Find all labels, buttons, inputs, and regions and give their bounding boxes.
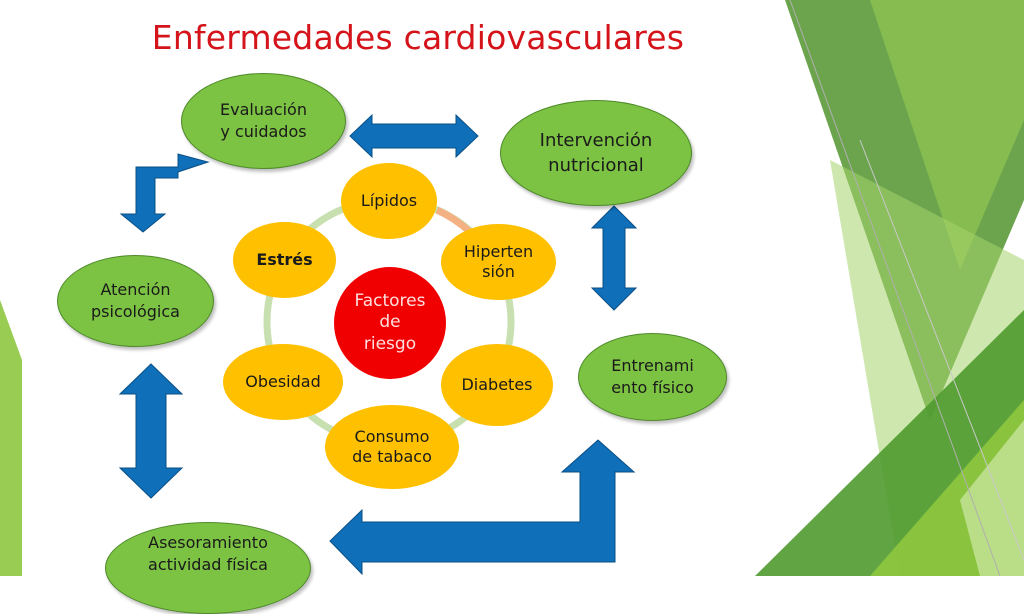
label-estres: Estrés	[256, 250, 313, 269]
oval-intervencion-nutricional: Intervención nutricional	[500, 100, 692, 206]
bg-thin-line-2	[859, 139, 1024, 561]
circle-factores-riesgo: Factores de riesgo	[334, 267, 446, 379]
ring-accent-arc	[435, 206, 473, 235]
bg-shape-left	[0, 300, 22, 576]
circle-hipertension: Hiperten sión	[441, 224, 556, 300]
label-lipidos: Lípidos	[360, 191, 418, 210]
label-asesoramiento-actividad: Asesoramiento actividad física	[148, 533, 268, 575]
label-diabetes: Diabetes	[461, 375, 533, 394]
label-hipertension: Hiperten sión	[463, 242, 534, 281]
label-factores-riesgo: Factores de riesgo	[354, 291, 426, 354]
oval-entrenamiento-fisico: Entrenami ento físico	[578, 333, 727, 421]
arrow-evaluacion-nutricional	[349, 113, 479, 159]
oval-evaluacion-cuidados: Evaluación y cuidados	[181, 73, 346, 169]
bg-shape-bottom-right-pale	[960, 420, 1024, 576]
slide-title: Enfermedades cardiovasculares	[151, 18, 685, 57]
label-atencion-psicologica: Atención psicológica	[91, 280, 180, 321]
label-intervencion-nutricional: Intervención nutricional	[539, 129, 653, 176]
arrow-entrenamiento-asesoramiento	[329, 439, 636, 576]
bg-shape-top-right-light	[870, 0, 1024, 270]
label-entrenamiento-fisico: Entrenami ento físico	[611, 356, 694, 397]
circle-obesidad: Obesidad	[223, 344, 343, 420]
circle-lipidos: Lípidos	[341, 163, 437, 239]
arrow-psicologica-asesoramiento	[118, 363, 184, 499]
label-consumo-tabaco: Consumo de tabaco	[352, 427, 432, 466]
label-obesidad: Obesidad	[245, 372, 321, 391]
oval-atencion-psicologica: Atención psicológica	[57, 255, 214, 347]
circle-consumo-tabaco: Consumo de tabaco	[325, 405, 459, 489]
bg-thin-line-1	[789, 0, 1001, 576]
arrow-psicologica-evaluacion	[119, 153, 210, 233]
circle-diabetes: Diabetes	[441, 344, 553, 426]
circle-estres: Estrés	[233, 222, 336, 298]
oval-asesoramiento-actividad: Asesoramiento actividad física	[105, 522, 311, 614]
label-evaluacion-cuidados: Evaluación y cuidados	[220, 100, 307, 141]
arrow-nutricional-entrenamiento	[590, 205, 638, 311]
